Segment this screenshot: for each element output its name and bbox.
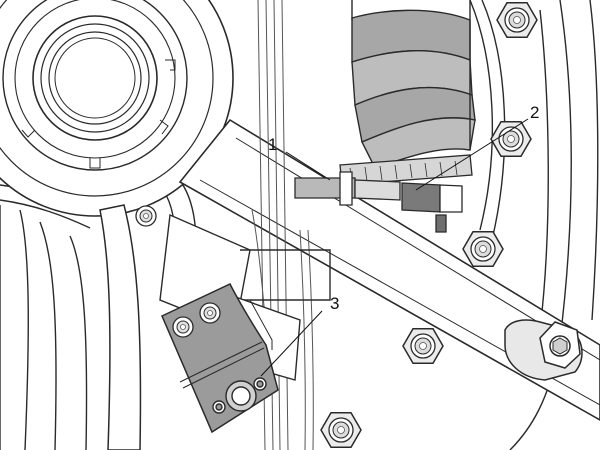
bracket-bolt-upper-right [199,302,221,324]
bracket-boss [212,377,267,414]
small-bolt-left [135,205,157,227]
vertical-spoke [99,204,142,450]
callout-2: 2 [530,103,539,122]
gear-teeth [21,59,176,169]
callout-3: 3 [330,294,339,313]
callout-1: 1 [268,135,277,154]
leader-lines [260,118,529,377]
gear-hub [0,0,234,217]
large-bolt-head [504,319,583,381]
hex-nut-bottom [320,411,362,449]
hex-nut-right [462,230,504,268]
bracket-bolt-upper-left [172,316,194,338]
rotor-ring [469,0,506,241]
spring-coil [351,0,476,169]
hex-nut-lower [402,327,444,365]
hex-nut-top [496,1,538,39]
sensor-assembly [294,154,473,233]
